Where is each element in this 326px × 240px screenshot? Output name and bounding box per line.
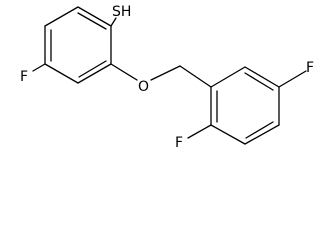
double-bond-inner [77,12,107,30]
bond-c-f-right-bottom [187,124,212,139]
bond [244,124,280,145]
left-benzene-ring [44,6,112,84]
bond-o-ch2 [150,65,181,81]
ether-oxygen-label: O [138,79,149,95]
bond-c-s [110,17,117,27]
bond [77,6,112,27]
bond-c-f-right-top [278,70,307,88]
bond-c-f-left [32,63,46,72]
double-bond-inner [245,121,274,139]
bond-ch2-ring [179,65,212,88]
bond [44,63,79,84]
chemical-structure-diagram: SH F O F F [20,4,314,151]
bond [210,124,246,145]
bond [210,66,246,88]
double-bond-inner [78,60,107,78]
double-bond-inner [244,72,274,91]
fluorine-left-label: F [20,69,28,85]
bond [44,6,79,27]
right-benzene-ring [210,66,280,145]
bond-c-o [110,63,138,81]
bond [77,63,112,84]
bond [244,66,280,88]
thiol-label: SH [112,4,131,20]
fluorine-right-bottom-label: F [175,135,183,151]
fluorine-right-top-label: F [306,60,314,76]
